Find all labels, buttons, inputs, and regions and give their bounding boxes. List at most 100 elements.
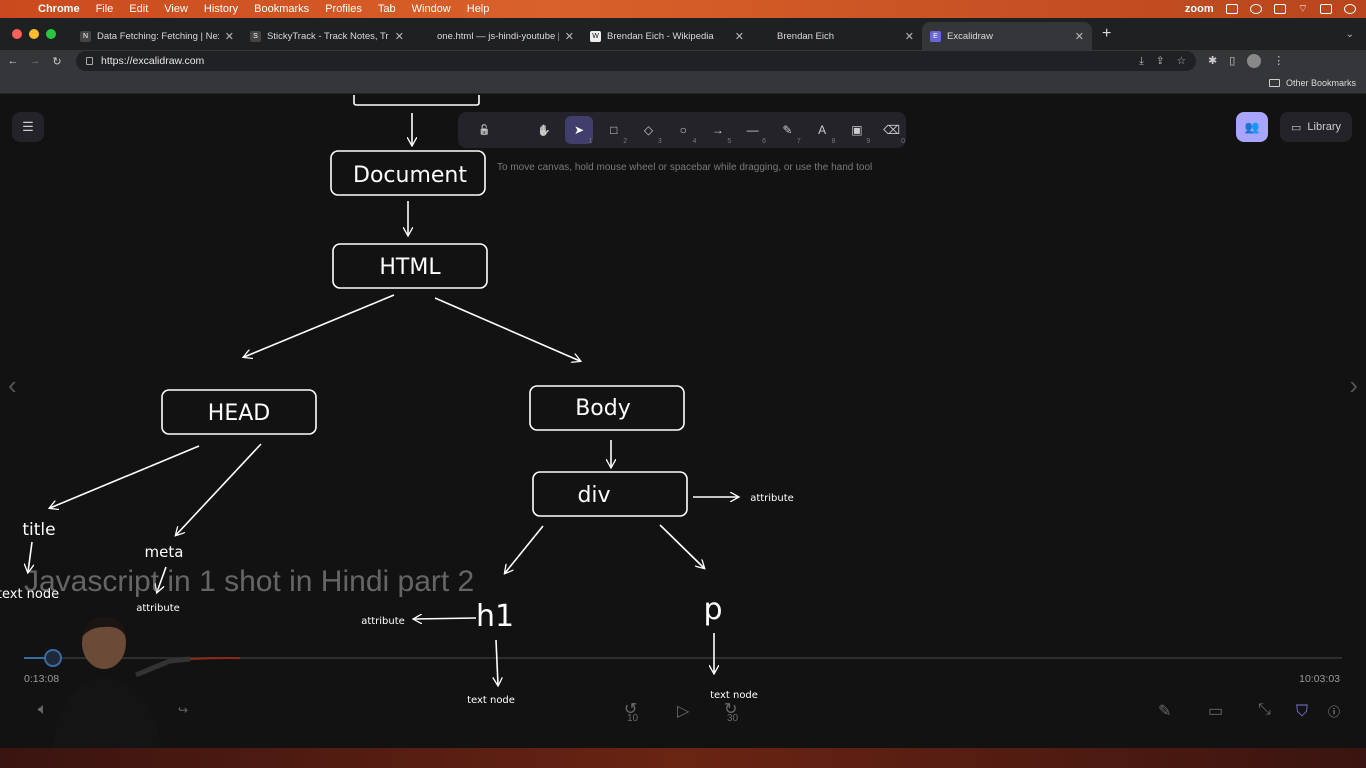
arrow-head-title <box>50 445 200 508</box>
screen-icon[interactable] <box>1273 4 1286 14</box>
replay-icon[interactable]: ↪ <box>178 703 189 717</box>
close-tab-icon[interactable]: ✕ <box>904 30 914 43</box>
video-progress-fill <box>24 657 53 659</box>
close-tab-icon[interactable]: ✕ <box>224 30 234 43</box>
lock-tool-button[interactable]: 🔓 <box>470 116 499 144</box>
image-tool-button[interactable]: ▣9 <box>843 116 872 145</box>
exit-fullscreen-icon[interactable]: ⤡ <box>1258 701 1271 718</box>
zoom-status-label[interactable]: zoom <box>1184 3 1214 15</box>
menu-view[interactable]: View <box>164 3 188 15</box>
library-label: Library <box>1307 121 1342 133</box>
arrow-meta-attribute <box>157 566 167 592</box>
nextjs-favicon-icon: N <box>80 30 91 42</box>
presenter-webcam <box>50 616 240 768</box>
h1-attribute-label: attribute <box>361 616 405 627</box>
close-tab-icon[interactable]: ✕ <box>564 30 574 43</box>
forward-30-icon[interactable]: ↻ <box>724 701 738 718</box>
url-text: https://excalidraw.com <box>101 55 205 67</box>
diamond-tool-button[interactable]: ◇3 <box>634 116 663 145</box>
arrow-tool-button[interactable]: →5 <box>704 116 733 145</box>
tab-brendan-eich[interactable]: Brendan Eich ✕ <box>752 22 922 50</box>
pencil-tool-button[interactable]: ✎7 <box>773 116 802 145</box>
record-icon[interactable] <box>1249 4 1262 14</box>
help-icon[interactable]: ⓘ <box>1328 705 1341 719</box>
menu-help[interactable]: Help <box>466 3 490 15</box>
chrome-menu-icon[interactable]: ⋮ <box>1273 55 1285 67</box>
tab-brendan-eich-wikipedia[interactable]: W Brendan Eich - Wikipedia ✕ <box>582 22 752 50</box>
close-tab-icon[interactable]: ✕ <box>734 30 744 43</box>
maximize-window-button[interactable] <box>46 29 56 39</box>
forward-seconds-label: 30 <box>727 713 739 724</box>
body-node-box <box>529 385 685 431</box>
control-center-icon[interactable] <box>1320 4 1332 14</box>
menu-chrome[interactable]: Chrome <box>38 3 80 15</box>
new-tab-button[interactable]: + <box>1102 25 1112 42</box>
profile-avatar[interactable] <box>1247 54 1262 68</box>
excalidraw-canvas[interactable]: Document HTML HEAD Body div title meta t… <box>0 95 1366 768</box>
menu-profiles[interactable]: Profiles <box>325 3 362 15</box>
install-app-icon[interactable]: ⤓ <box>1139 54 1144 67</box>
text-icon: A <box>818 123 827 137</box>
reload-icon[interactable]: ↻ <box>52 55 62 68</box>
annotate-pencil-icon[interactable]: ✎ <box>1158 703 1172 720</box>
menu-edit[interactable]: Edit <box>129 3 149 15</box>
p-label: p <box>703 592 722 627</box>
video-progress-bar[interactable] <box>24 649 1342 667</box>
eraser-tool-button[interactable]: ⌫0 <box>877 116 906 145</box>
close-tab-icon[interactable]: ✕ <box>1074 30 1084 43</box>
div-node-box <box>532 471 688 517</box>
meta-attribute-label: attribute <box>136 603 180 614</box>
tab-one-html[interactable]: one.html — js-hindi-youtube [ ✕ <box>412 22 582 50</box>
share-icon[interactable]: ⇪ <box>1155 54 1165 67</box>
menu-bookmarks[interactable]: Bookmarks <box>254 3 310 15</box>
display-icon[interactable] <box>1225 4 1238 14</box>
line-tool-button[interactable]: —6 <box>738 116 767 145</box>
address-bar[interactable]: https://excalidraw.com ⤓ ⇪ ☆ <box>76 51 1196 71</box>
ellipse-tool-button[interactable]: ○4 <box>669 116 698 145</box>
picture-in-picture-icon[interactable]: ▭ <box>1208 703 1224 720</box>
live-collaboration-button[interactable]: 👥 <box>1236 112 1268 142</box>
video-prev-chevron-icon[interactable]: ‹ <box>8 370 17 400</box>
menu-file[interactable]: File <box>95 3 114 15</box>
menu-window[interactable]: Window <box>411 3 451 15</box>
canvas-hint-text: To move canvas, hold mouse wheel or spac… <box>497 162 873 173</box>
clock-icon[interactable] <box>1344 4 1356 14</box>
menu-history[interactable]: History <box>203 3 239 15</box>
extensions-icon[interactable]: ✱ <box>1208 55 1218 67</box>
arrow-html-head <box>244 294 395 357</box>
video-progress-knob[interactable] <box>43 649 62 667</box>
tab-data-fetching[interactable]: N Data Fetching: Fetching | Next ✕ <box>72 22 242 50</box>
menu-tab[interactable]: Tab <box>377 3 396 15</box>
shortcut-key: 6 <box>762 138 767 145</box>
rectangle-tool-button[interactable]: □2 <box>599 116 628 145</box>
back-arrow-icon[interactable]: ← <box>7 55 19 67</box>
lock-icon[interactable] <box>86 57 93 65</box>
pointer-icon: ➤ <box>573 123 585 137</box>
selection-tool-button[interactable]: ➤1 <box>564 116 594 145</box>
tab-stickytrack[interactable]: S StickyTrack - Track Notes, Trac ✕ <box>242 22 412 50</box>
title-label: title <box>22 520 55 540</box>
volume-icon[interactable]: 🔈︎ <box>38 701 48 718</box>
line-icon: — <box>746 123 759 137</box>
hand-tool-button[interactable]: ✋ <box>530 116 559 144</box>
shield-check-icon[interactable]: ⛉ <box>1296 703 1309 720</box>
tab-excalidraw[interactable]: E Excalidraw ✕ <box>922 22 1092 50</box>
body-node-label: Body <box>575 396 631 421</box>
video-next-chevron-icon[interactable]: › <box>1349 370 1358 400</box>
main-menu-button[interactable]: ☰ <box>12 112 44 142</box>
minimize-window-button[interactable] <box>29 29 39 39</box>
close-window-button[interactable] <box>12 29 22 39</box>
bookmark-star-icon[interactable]: ☆ <box>1176 54 1186 67</box>
library-button[interactable]: ▭ Library <box>1280 112 1352 142</box>
close-tab-icon[interactable]: ✕ <box>394 30 404 43</box>
wifi-icon[interactable]: ⌔ <box>1297 3 1308 15</box>
tab-title: one.html — js-hindi-youtube [ <box>437 30 559 42</box>
eraser-icon: ⌫ <box>883 123 901 137</box>
play-icon[interactable]: ▷ <box>677 703 690 720</box>
forward-arrow-icon[interactable]: → <box>29 55 41 67</box>
tab-search-icon[interactable]: ⌄ <box>1345 28 1354 40</box>
other-bookmarks-link[interactable]: Other Bookmarks <box>1285 77 1356 88</box>
rewind-10-icon[interactable]: ↺ <box>624 701 638 718</box>
side-panel-icon[interactable]: ▯ <box>1229 55 1236 67</box>
